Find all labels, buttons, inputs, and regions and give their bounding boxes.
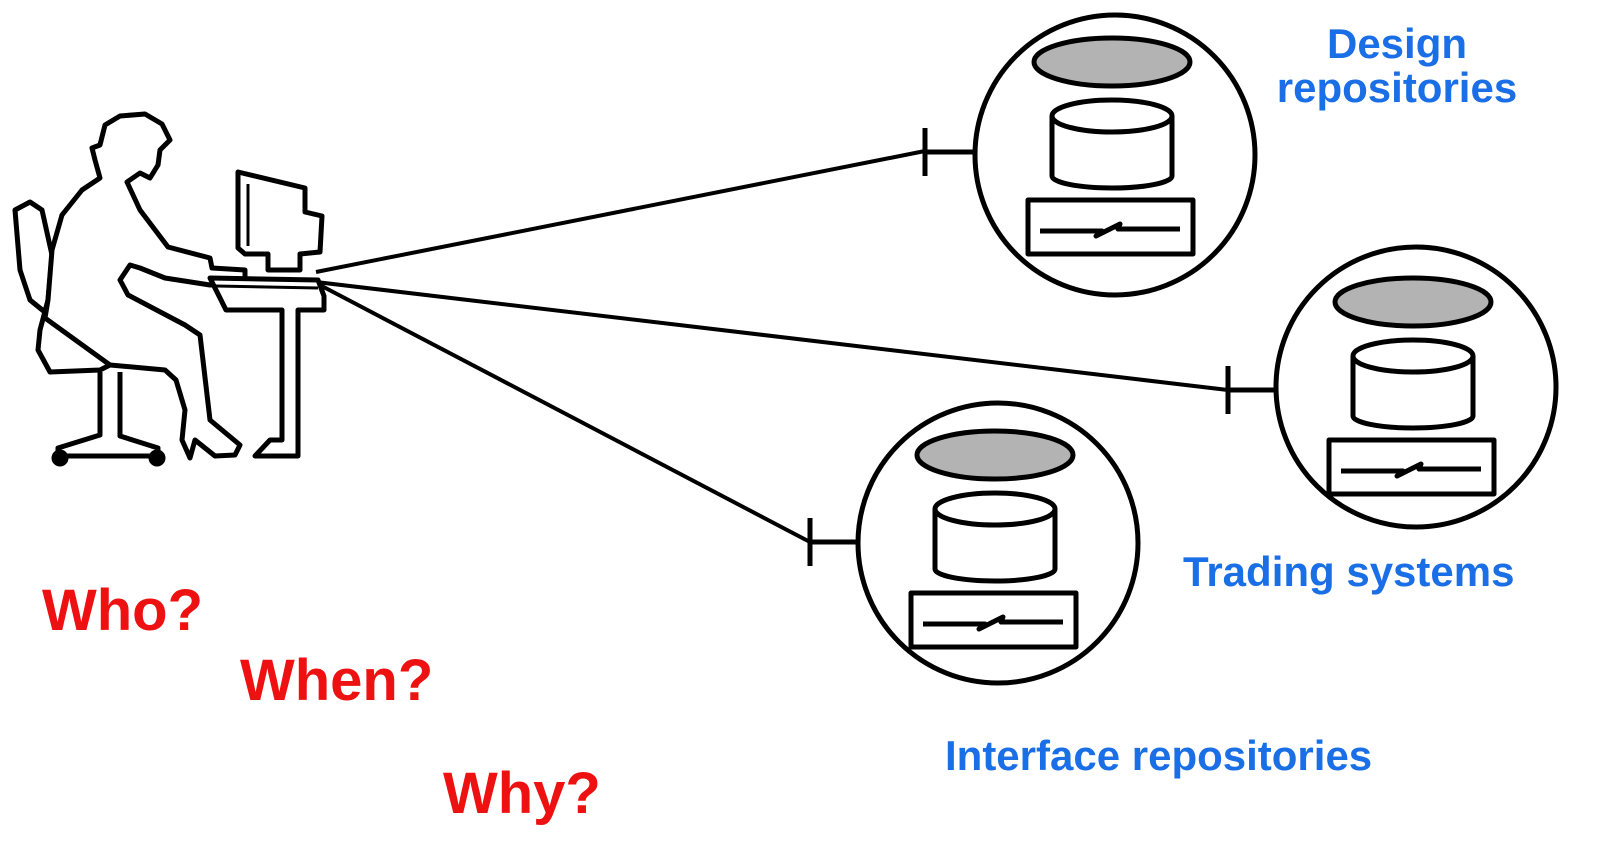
trading-system-node (1225, 244, 1559, 530)
interface-repositories-label: Interface repositories (945, 732, 1373, 779)
connector-to-design (315, 149, 926, 274)
connector-to-interface (315, 281, 811, 544)
design-label-line1: Design (1326, 20, 1468, 67)
design-repositories-label: Design repositories (1262, 22, 1532, 109)
question-who: Who? (42, 578, 204, 643)
design-label-line2: repositories (1276, 63, 1518, 111)
repository-node-icon (911, 431, 1076, 647)
connector-to-trading (315, 280, 1229, 392)
repository-node-icon (1028, 38, 1193, 254)
interface-tick-design (922, 128, 975, 176)
person-at-workstation-icon (12, 111, 327, 467)
question-why: Why? (443, 761, 601, 826)
interface-tick-interface (807, 518, 858, 566)
question-when: When? (240, 648, 434, 713)
interface-repository-node (807, 400, 1141, 686)
interface-tick-trading (1225, 366, 1275, 414)
repository-node-icon (1329, 278, 1494, 494)
design-repository-node (922, 12, 1258, 298)
trading-systems-label: Trading systems (1183, 548, 1515, 595)
connector-lines (315, 149, 1229, 544)
